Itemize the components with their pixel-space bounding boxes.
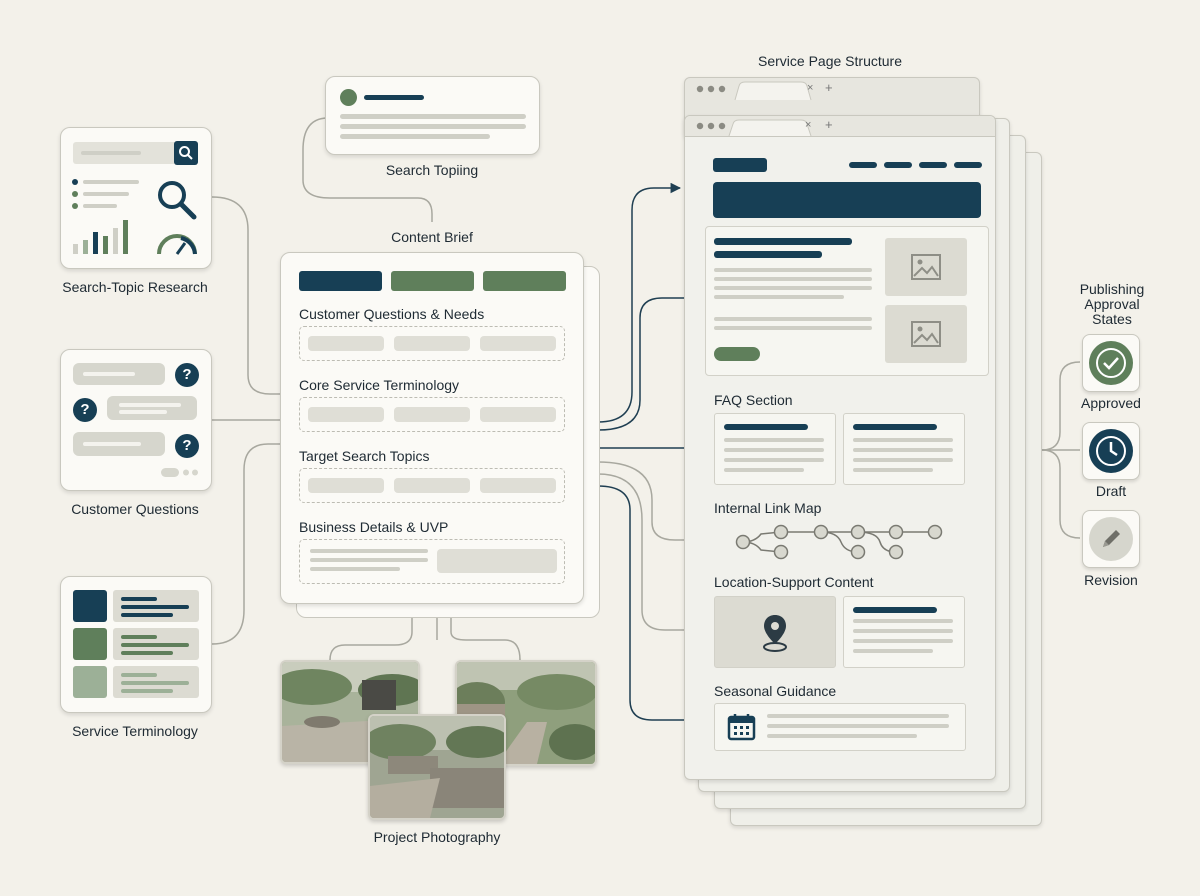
image-icon: [885, 305, 967, 363]
new-tab-icon[interactable]: +: [825, 117, 833, 132]
clock-icon: [1089, 429, 1133, 473]
service-terminology-label: Service Terminology: [72, 723, 198, 739]
brief-section-title: Business Details & UVP: [299, 519, 449, 535]
page-section-title: Location-Support Content: [714, 574, 874, 590]
customer-questions-label: Customer Questions: [71, 501, 199, 517]
project-photo: [368, 714, 506, 820]
project-photography-label: Project Photography: [373, 829, 501, 845]
content-brief-label: Content Brief: [391, 229, 473, 245]
service-page-structure-label: Service Page Structure: [758, 53, 902, 69]
approval-state-label: Approved: [1081, 395, 1141, 411]
site-logo[interactable]: [713, 158, 767, 172]
nav-link[interactable]: [849, 162, 877, 168]
location-map-tile: [714, 596, 836, 668]
service-page-window: × + FAQ Section: [684, 115, 996, 780]
list-bullets: [72, 179, 139, 209]
magnifier-icon: [158, 181, 197, 220]
question-icon: ?: [175, 363, 199, 387]
hero-banner: [713, 182, 981, 218]
search-icon: [174, 141, 198, 165]
location-pin-icon: [763, 615, 787, 652]
project-photo: [280, 660, 420, 764]
cta-button[interactable]: [714, 347, 760, 361]
seasonal-guidance-card: [714, 703, 966, 751]
new-tab-icon[interactable]: +: [825, 80, 833, 95]
approval-state-label: Revision: [1084, 572, 1138, 588]
search-topic-research-card: [60, 127, 212, 269]
brief-tab-1[interactable]: [299, 271, 382, 291]
revision-badge[interactable]: [1082, 510, 1140, 568]
close-tab-icon[interactable]: ×: [805, 119, 812, 131]
nav-link[interactable]: [919, 162, 947, 168]
location-text-card: [843, 596, 965, 668]
service-terminology-card: [60, 576, 212, 713]
gauge-icon: [157, 234, 197, 255]
nav-link[interactable]: [884, 162, 912, 168]
pencil-icon: [1089, 517, 1133, 561]
brief-section-title: Customer Questions & Needs: [299, 306, 485, 322]
publishing-approval-states-label: Publishing Approval States: [1079, 281, 1145, 327]
brief-tab-3[interactable]: [483, 271, 566, 291]
question-icon: ?: [175, 434, 199, 458]
page-section-title: Seasonal Guidance: [714, 683, 837, 699]
brief-tab-2[interactable]: [391, 271, 474, 291]
faq-card: [843, 413, 965, 485]
intro-content-block: [705, 226, 989, 376]
calendar-icon: [727, 714, 756, 741]
page-section-title: Internal Link Map: [714, 500, 822, 516]
question-icon: ?: [73, 398, 97, 422]
image-icon: [885, 238, 967, 296]
page-section-title: FAQ Section: [714, 392, 793, 408]
typing-indicator: [161, 468, 198, 477]
search-topiing-card: [325, 76, 540, 155]
brief-section-title: Target Search Topics: [299, 448, 430, 464]
customer-questions-card: ? ? ?: [60, 349, 212, 491]
check-icon: [1089, 341, 1133, 385]
draft-badge[interactable]: [1082, 422, 1140, 480]
link-map-graph: [735, 524, 943, 560]
close-tab-icon[interactable]: ×: [807, 82, 814, 94]
avatar: [340, 89, 357, 106]
faq-card: [714, 413, 836, 485]
bar-chart-icon: [73, 220, 128, 254]
search-topic-research-label: Search-Topic Research: [62, 279, 208, 295]
approved-badge[interactable]: [1082, 334, 1140, 392]
brief-section-title: Core Service Terminology: [299, 377, 460, 393]
search-topiing-label: Search Topiing: [385, 162, 479, 178]
content-brief-card: Customer Questions & Needs Core Service …: [280, 252, 584, 604]
nav-link[interactable]: [954, 162, 982, 168]
approval-state-label: Draft: [1095, 483, 1127, 499]
